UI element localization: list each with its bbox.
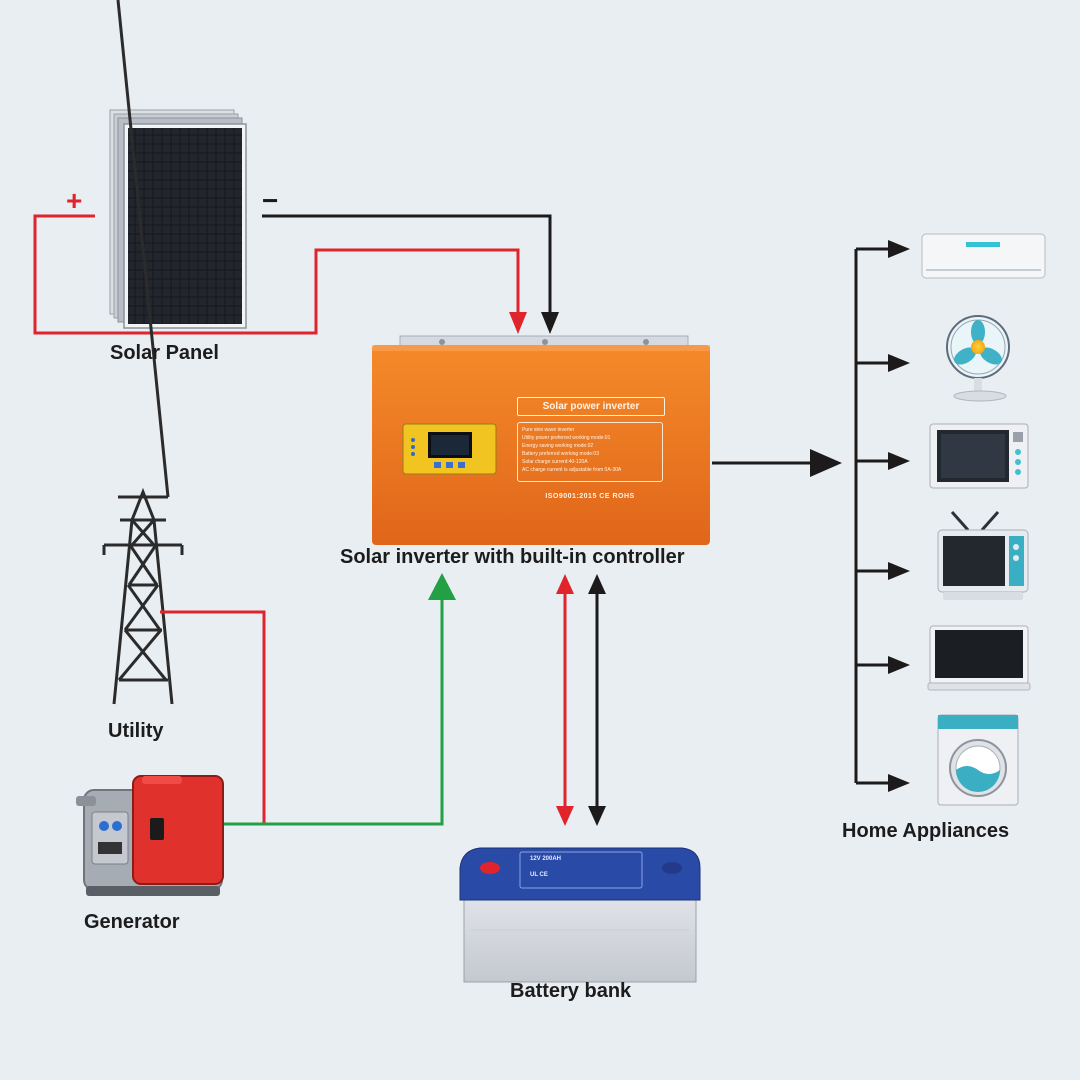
inverter-label: Solar inverter with built-in controller [340, 546, 685, 568]
generator-label: Generator [84, 911, 180, 933]
solar-positive-wire [33, 214, 520, 335]
battery-discharge-arrowhead-up [588, 574, 606, 594]
battery-charge-arrowhead-up [556, 574, 574, 594]
appliance-arrowheads [888, 240, 910, 792]
inverter-certification: ISO9001:2015 CE ROHS [545, 493, 635, 500]
utility-label: Utility [108, 720, 164, 742]
fan-icon [946, 315, 1010, 402]
solar-negative-wire [262, 214, 552, 322]
inverter-spec-line: Utility power preferred working mode:01 [522, 435, 611, 441]
generator-image [76, 775, 224, 896]
inverter-spec-line: Energy saving working mode:02 [522, 443, 594, 449]
inverter-spec-list: Pure sine wave inverter Utility power pr… [517, 422, 663, 482]
inverter-output-arrowhead [810, 449, 842, 477]
inverter-spec-line: AC charge current is adjustable from 0A-… [522, 467, 622, 473]
battery-marks-label: UL CE [530, 872, 548, 878]
solar-panel-image [109, 109, 247, 329]
solar-positive-arrowhead [509, 312, 527, 334]
battery-image [459, 847, 701, 983]
home-appliances-label: Home Appliances [842, 820, 1010, 842]
utility-tower-image [102, 0, 184, 705]
battery-charge-arrowhead-down [556, 806, 574, 826]
solar-wires [33, 214, 552, 335]
ac-input-arrowhead [428, 573, 456, 600]
inverter-spec-line: Battery preferred working mode:03 [522, 451, 599, 457]
inverter-spec-line: Solar charge current:40-120A [522, 459, 588, 465]
television-icon [937, 511, 1029, 600]
inverter-panel-title: Solar power inverter [517, 397, 665, 416]
solar-panel-label: Solar Panel [110, 342, 219, 364]
washing-machine-icon [937, 714, 1019, 806]
battery-spec-label: 12V 200AH [530, 856, 562, 862]
ac-input-wire [222, 596, 444, 826]
solar-negative-arrowhead [541, 312, 559, 334]
microwave-oven-icon [929, 423, 1029, 489]
battery-discharge-arrowhead-down [588, 806, 606, 826]
inverter-image [372, 335, 710, 545]
monitor-icon [927, 625, 1031, 691]
positive-terminal-sign: + [66, 185, 82, 216]
inverter-spec-line: Pure sine wave inverter [522, 427, 575, 433]
battery-bank-label: Battery bank [510, 980, 632, 1002]
negative-terminal-sign: − [262, 185, 278, 216]
air-conditioner-icon [921, 233, 1046, 279]
appliance-bus [854, 247, 892, 785]
